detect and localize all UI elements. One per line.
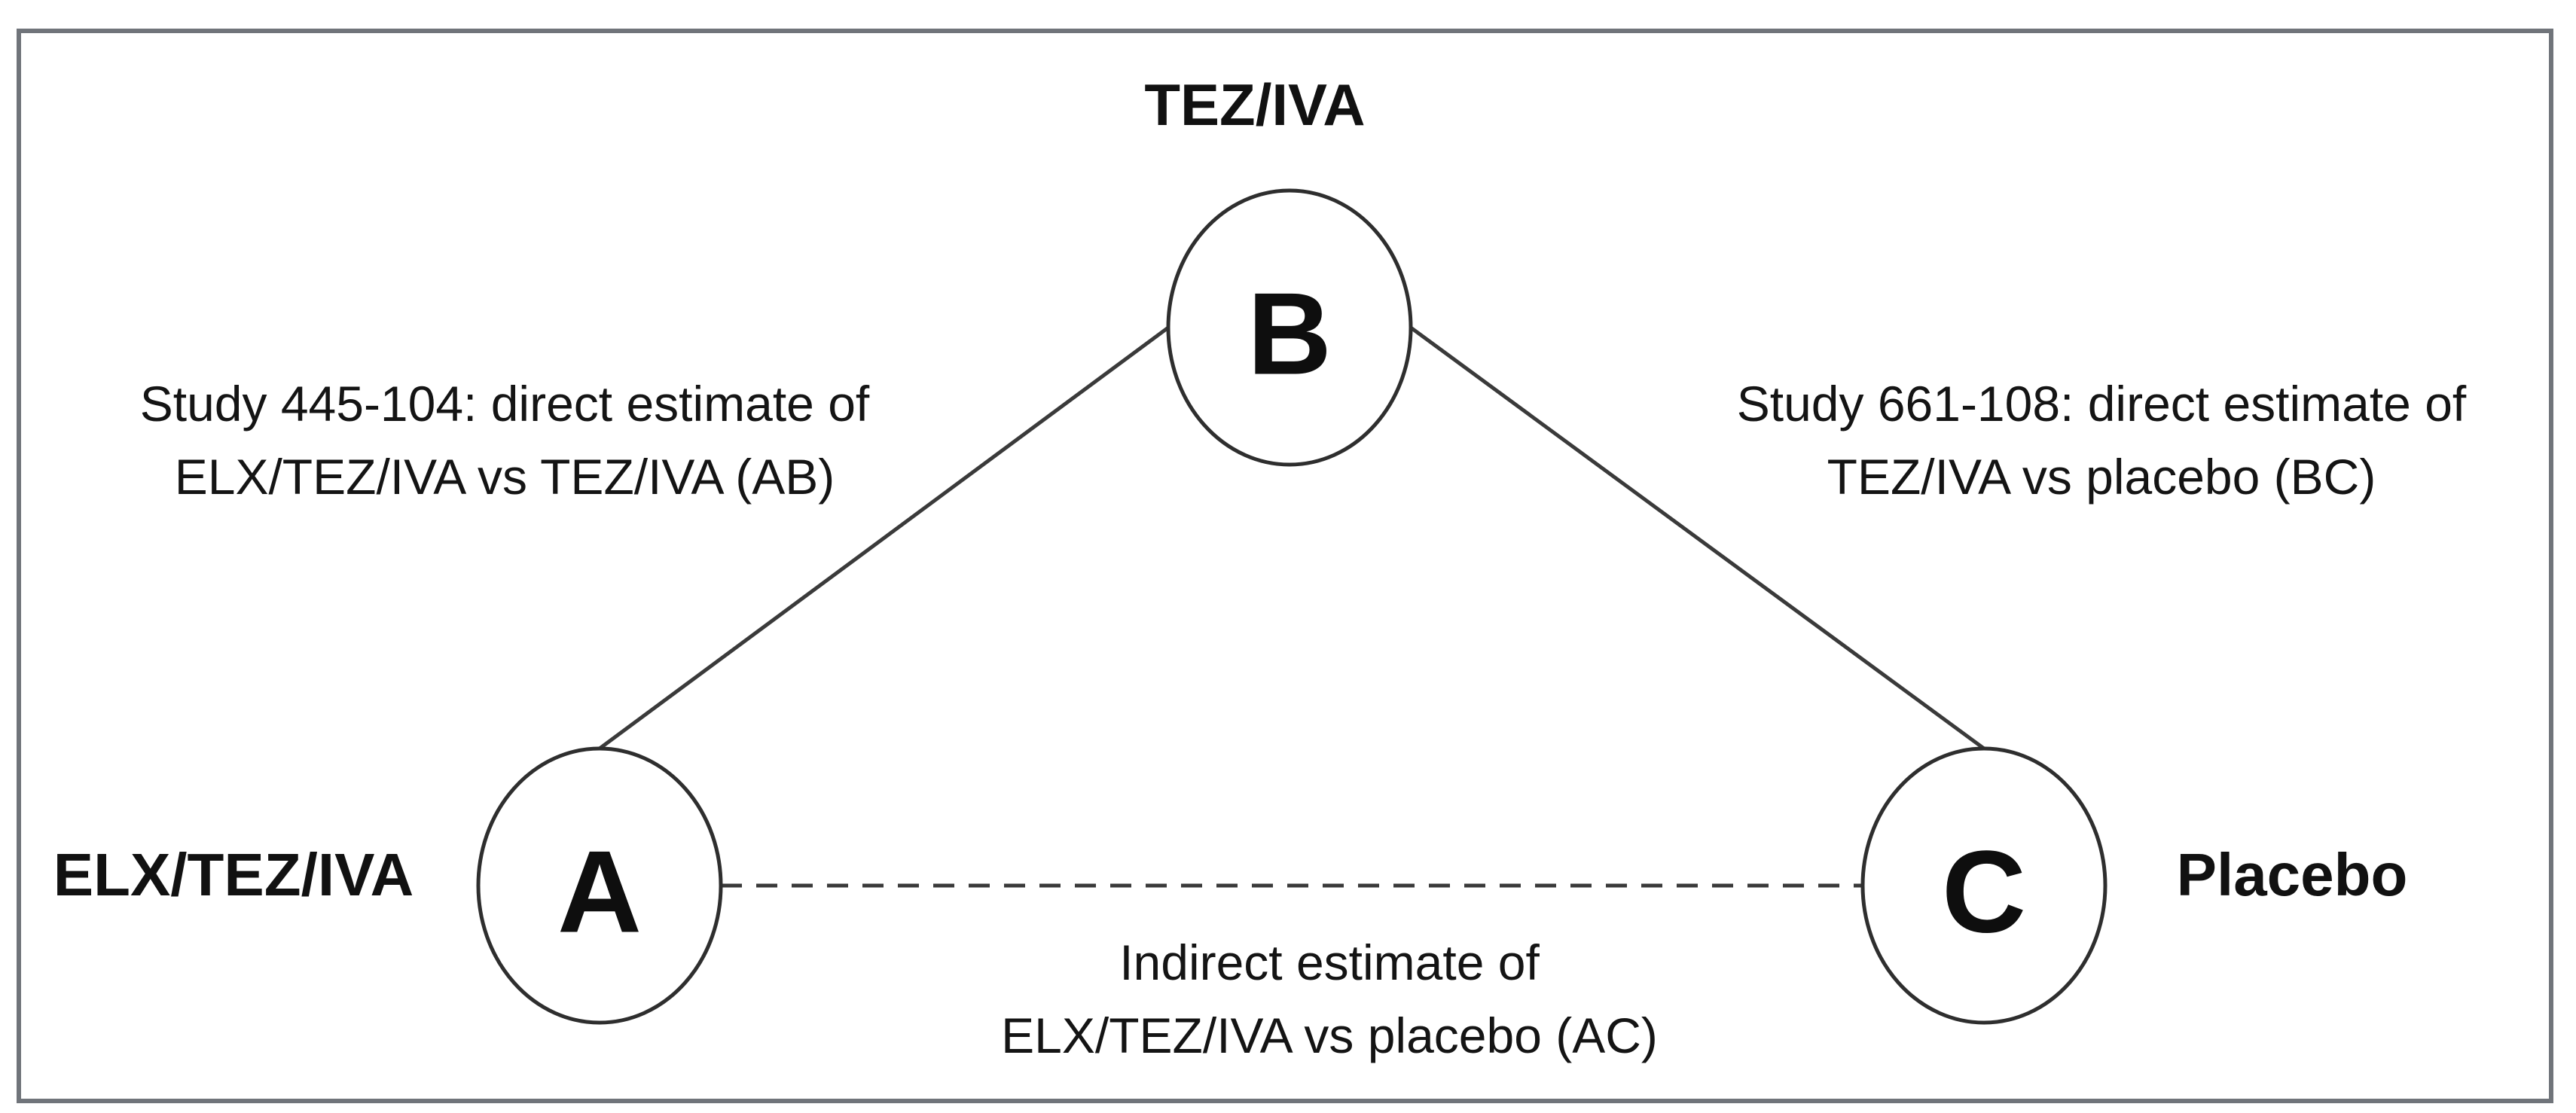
node-c-label: Placebo bbox=[2176, 841, 2408, 908]
node-b-label: TEZ/IVA bbox=[1144, 72, 1366, 138]
edge-bc-caption-line2: TEZ/IVA vs placebo (BC) bbox=[1827, 449, 2376, 505]
edge-ac-caption: Indirect estimate of ELX/TEZ/IVA vs plac… bbox=[1001, 926, 1658, 1072]
node-b-circle bbox=[1166, 188, 1413, 467]
edge-bc-caption: Study 661-108: direct estimate of TEZ/IV… bbox=[1737, 367, 2467, 514]
node-c-letter: C bbox=[1942, 826, 2026, 957]
node-a-letter: A bbox=[557, 826, 642, 957]
network-diagram-frame: B A C TEZ/IVA ELX/TEZ/IVA Placebo Study … bbox=[17, 29, 2553, 1103]
edge-bc-line bbox=[1409, 325, 1985, 751]
edge-ab-line bbox=[598, 325, 1170, 751]
network-diagram bbox=[476, 188, 2107, 1025]
edge-ab-caption: Study 445-104: direct estimate of ELX/TE… bbox=[140, 367, 870, 514]
edge-ab-caption-line1: Study 445-104: direct estimate of bbox=[139, 376, 870, 431]
edge-ab-caption-line2: ELX/TEZ/IVA vs TEZ/IVA (AB) bbox=[174, 449, 835, 505]
node-c-circle bbox=[1860, 746, 2107, 1025]
edge-ac-caption-line2: ELX/TEZ/IVA vs placebo (AC) bbox=[1001, 1008, 1658, 1063]
node-b-letter: B bbox=[1247, 268, 1332, 399]
node-a-circle bbox=[476, 746, 723, 1025]
node-a-label: ELX/TEZ/IVA bbox=[53, 841, 414, 908]
edge-ac-caption-line1: Indirect estimate of bbox=[1119, 935, 1540, 990]
edge-bc-caption-line1: Study 661-108: direct estimate of bbox=[1736, 376, 2467, 431]
